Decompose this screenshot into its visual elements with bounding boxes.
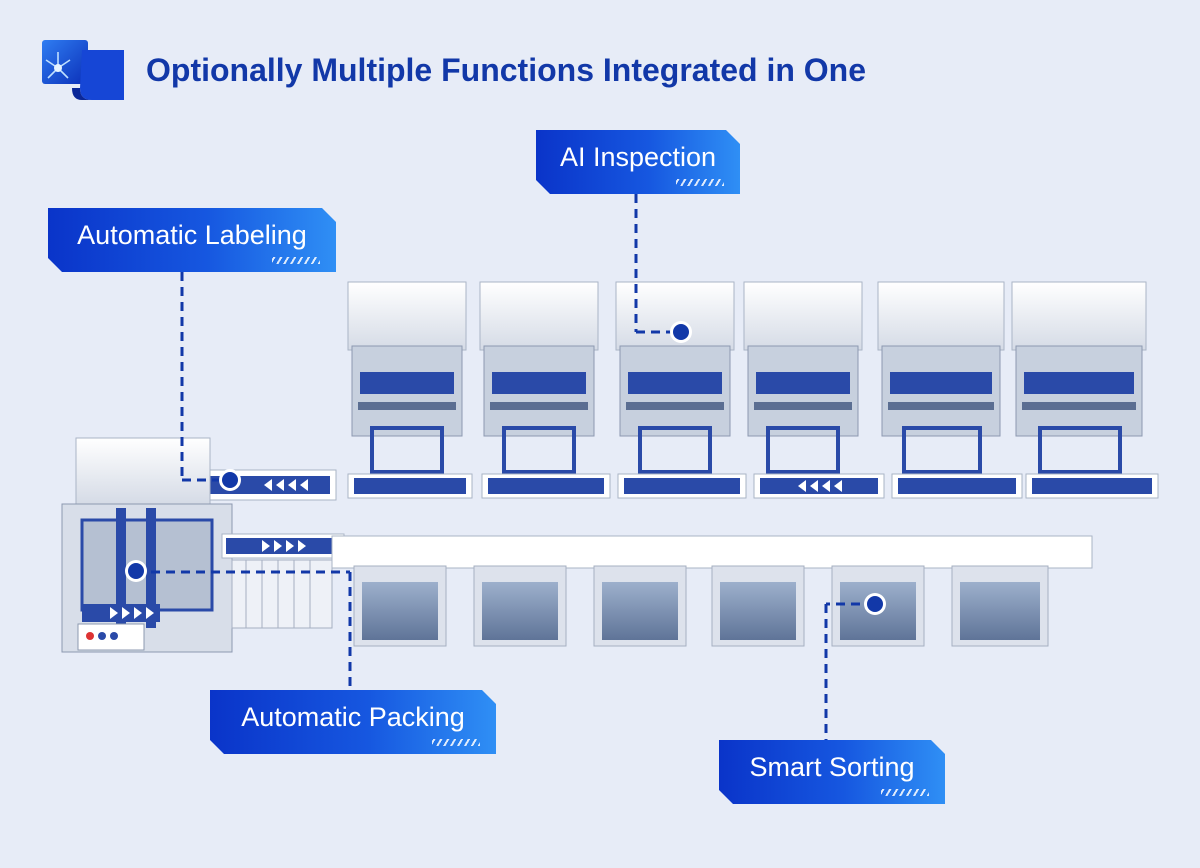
blue-ribbon-logo-icon xyxy=(42,40,124,100)
blue-dot-marker-icon xyxy=(864,593,886,615)
inspection-machine xyxy=(347,281,473,499)
sorting-bin xyxy=(593,565,687,647)
packing-machine xyxy=(61,437,233,653)
callout-automatic-labeling: Automatic Labeling xyxy=(48,208,336,272)
inspection-machine xyxy=(615,281,747,499)
inspection-machine xyxy=(479,281,611,499)
hatch-decoration xyxy=(676,179,724,186)
sorting-bin xyxy=(951,565,1049,647)
hatch-decoration xyxy=(272,257,320,264)
callout-smart-sorting: Smart Sorting xyxy=(719,740,945,804)
sorting-bin xyxy=(353,565,447,647)
inspection-machine xyxy=(877,281,1023,499)
blue-dot-marker-icon xyxy=(219,469,241,491)
page-title: Optionally Multiple Functions Integrated… xyxy=(146,52,867,88)
callout-label: AI Inspection xyxy=(559,141,717,172)
hatch-decoration xyxy=(881,789,929,796)
hatch-decoration xyxy=(432,739,480,746)
blue-dot-marker-icon xyxy=(125,560,147,582)
callout-ai-inspection: AI Inspection xyxy=(536,130,740,194)
inspection-machine xyxy=(743,281,885,499)
blue-dot-marker-icon xyxy=(670,321,692,343)
callout-label: Automatic Packing xyxy=(241,701,465,732)
inspection-machine xyxy=(1011,281,1159,499)
callout-label: Automatic Labeling xyxy=(77,219,307,250)
sorting-bin xyxy=(711,565,805,647)
sorting-bin xyxy=(473,565,567,647)
callout-label: Smart Sorting xyxy=(749,751,915,782)
callout-automatic-packing: Automatic Packing xyxy=(210,690,496,754)
